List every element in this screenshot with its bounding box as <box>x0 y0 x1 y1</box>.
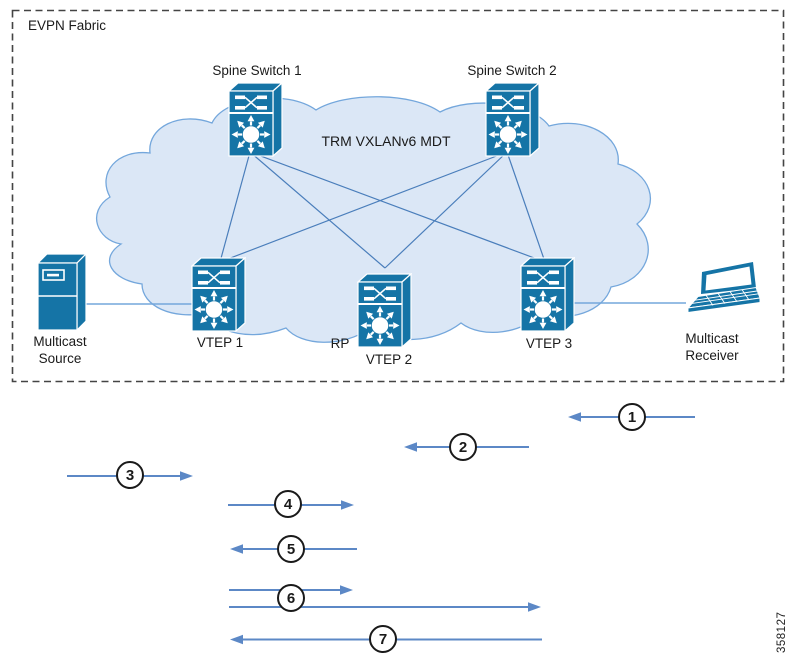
flow-arrows <box>67 412 695 645</box>
multicast-source <box>37 253 87 336</box>
figure-id: 358127 <box>776 611 788 653</box>
server-icon <box>37 253 87 331</box>
flow-step-7-badge: 7 <box>369 625 397 653</box>
multicast-receiver-label-line2: Receiver <box>685 348 739 363</box>
link-spine1-vtep1 <box>219 151 251 263</box>
flow-step-3-badge: 3 <box>116 461 144 489</box>
vtep-2-label: VTEP 2 <box>365 352 413 367</box>
link-spine2-vtep2 <box>384 151 508 269</box>
link-spine2-vtep3 <box>506 151 546 263</box>
flow-step-4-badge: 4 <box>274 490 302 518</box>
multicast-receiver <box>676 260 761 327</box>
link-spine2-vtep1 <box>219 151 508 263</box>
vtep-1-label: VTEP 1 <box>196 335 244 350</box>
flow-step-6-badge: 6 <box>277 584 305 612</box>
fabric-label: EVPN Fabric <box>28 18 107 33</box>
link-spine1-vtep2 <box>249 151 386 269</box>
flow-arrow-6 <box>229 585 541 612</box>
multicast-source-label: Multicast Source <box>33 333 86 367</box>
switch-icon <box>484 81 541 158</box>
flow-step-5-badge: 5 <box>277 535 305 563</box>
flow-step-1-badge: 1 <box>618 403 646 431</box>
spine-leaf-mesh-links <box>219 151 546 269</box>
switch-icon <box>190 256 247 333</box>
multicast-source-label-line1: Multicast <box>33 334 87 349</box>
link-spine1-vtep3 <box>249 151 546 263</box>
vtep-1 <box>190 256 247 337</box>
vtep-2-role-label: RP <box>330 336 350 351</box>
switch-icon <box>519 256 576 333</box>
spine-switch-1 <box>227 81 284 162</box>
spine-switch-1-label: Spine Switch 1 <box>212 63 302 78</box>
multicast-receiver-label: Multicast Receiver <box>685 330 738 364</box>
switch-icon <box>227 81 284 158</box>
vtep-3 <box>519 256 576 337</box>
fabric-boundary <box>11 9 785 383</box>
spine-switch-2 <box>484 81 541 162</box>
spine-switch-2-label: Spine Switch 2 <box>467 63 557 78</box>
laptop-icon <box>687 261 761 313</box>
multicast-receiver-label-line1: Multicast <box>685 331 739 346</box>
switch-icon <box>356 272 413 349</box>
cloud-label: TRM VXLANv6 MDT <box>321 133 451 149</box>
vtep-3-label: VTEP 3 <box>525 336 573 351</box>
multicast-source-label-line2: Source <box>38 351 82 366</box>
access-links <box>85 302 686 305</box>
vtep-2 <box>356 272 413 353</box>
flow-step-2-badge: 2 <box>449 433 477 461</box>
